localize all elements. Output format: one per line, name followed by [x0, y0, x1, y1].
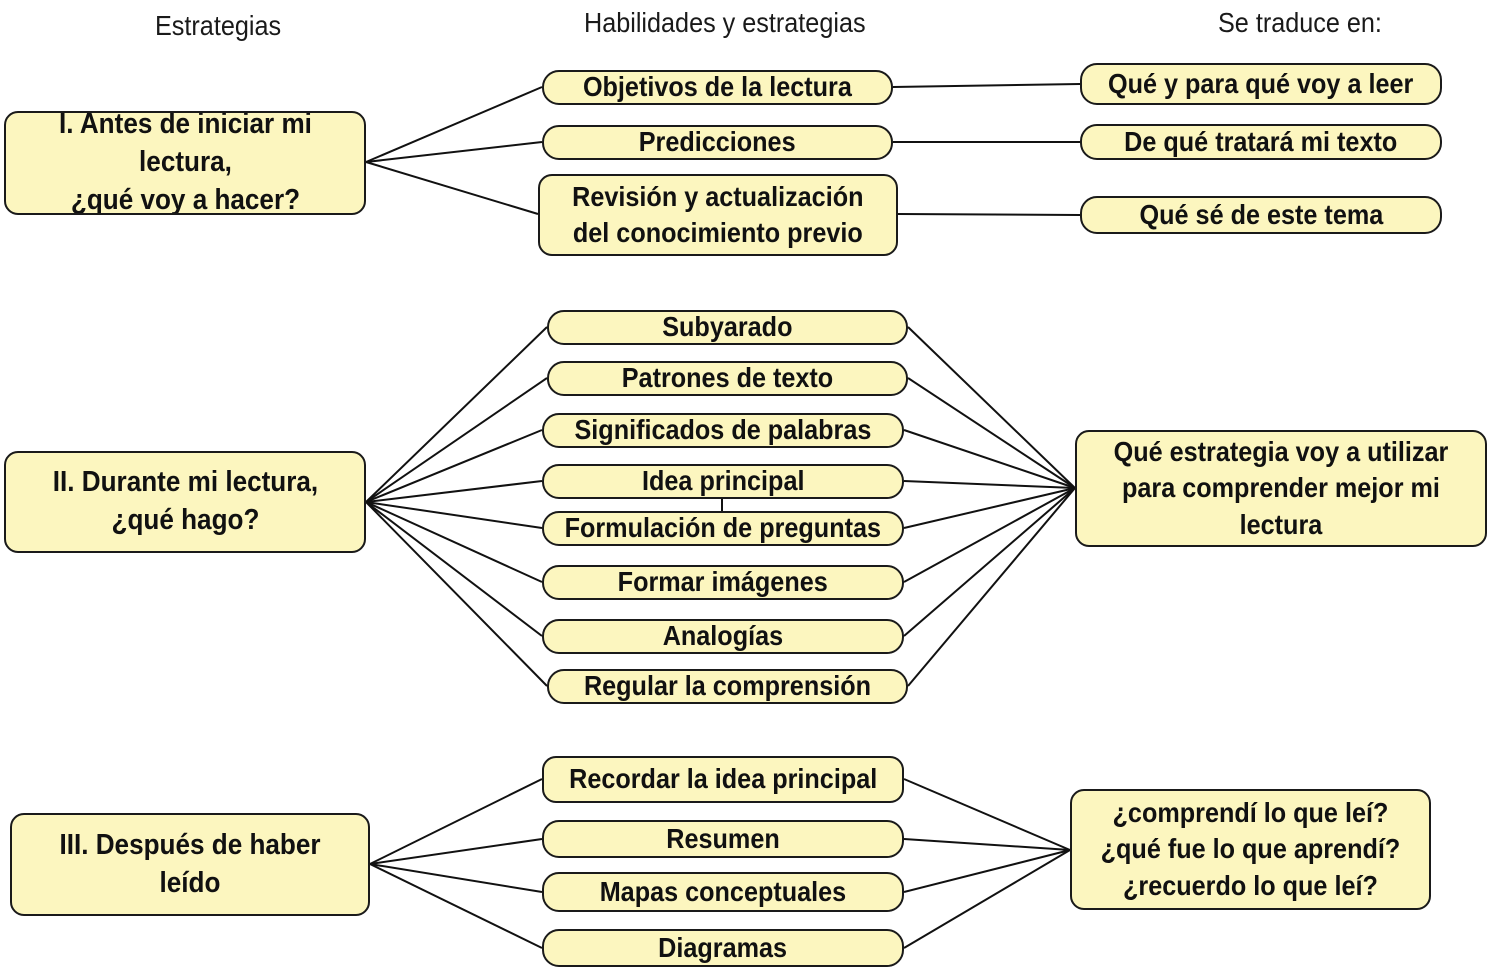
skill-label: Mapas conceptuales [599, 875, 847, 907]
skill-subyarado: Subyarado [547, 310, 908, 345]
result-label: Qué estrategia voy a utilizar para compr… [1113, 435, 1449, 540]
stage-after-box: III. Después de haber leído [10, 813, 370, 916]
result-de-que-tratara: De qué tratará mi texto [1080, 124, 1442, 160]
skill-mapas: Mapas conceptuales [542, 872, 904, 912]
skill-label: Formulación de preguntas [564, 512, 882, 544]
stage-before-label: I. Antes de iniciar mi lectura, ¿qué voy… [58, 111, 312, 215]
connector-line [369, 838, 543, 865]
header-estrategias: Estrategias [155, 10, 282, 41]
connector-line [365, 161, 539, 215]
result-preguntas: ¿comprendí lo que leí? ¿qué fue lo que a… [1070, 789, 1431, 910]
skill-label: Resumen [666, 822, 780, 854]
connector-line [369, 863, 543, 949]
skill-label: Idea principal [641, 465, 805, 497]
stage-after-label: III. Después de haber leído [59, 828, 321, 899]
connector-line [903, 849, 1071, 949]
result-que-se: Qué sé de este tema [1080, 196, 1442, 234]
result-label: ¿comprendí lo que leí? ¿qué fue lo que a… [1100, 796, 1401, 901]
connector-line [903, 849, 1071, 893]
skill-formulacion: Formulación de preguntas [542, 511, 904, 546]
stage-during-box: II. Durante mi lectura, ¿qué hago? [4, 451, 366, 553]
connector-line [903, 487, 1076, 529]
skill-analogias: Analogías [542, 619, 904, 654]
skill-objetivos: Objetivos de la lectura [542, 70, 893, 105]
connector-line [365, 86, 543, 163]
skill-label: Predicciones [639, 126, 796, 158]
connector-line [365, 480, 543, 503]
skill-label: Significados de palabras [574, 414, 872, 446]
skill-label: Analogías [662, 620, 784, 652]
connector-line [365, 429, 543, 503]
result-que-para-que: Qué y para qué voy a leer [1080, 63, 1442, 105]
connector-line [365, 501, 548, 687]
skill-significados: Significados de palabras [542, 413, 904, 448]
connector-line [365, 501, 543, 583]
skill-label: Subyarado [662, 311, 793, 343]
connector-line [365, 501, 543, 529]
connector-line [365, 141, 543, 163]
skill-label: Recordar la idea principal [568, 763, 878, 795]
skill-revision: Revisión y actualización del conocimient… [538, 174, 898, 256]
connector-line [903, 487, 1076, 583]
connector-line [907, 326, 1076, 489]
connector-line [903, 480, 1076, 489]
skill-label: Formar imágenes [617, 566, 829, 598]
connector-line [903, 778, 1071, 851]
connector-line [903, 838, 1071, 851]
header-se-traduce: Se traduce en: [1218, 7, 1382, 38]
stage-during-label: II. Durante mi lectura, ¿qué hago? [52, 466, 318, 536]
connector-line [892, 83, 1081, 88]
connector-line [907, 377, 1076, 489]
skill-label: Revisión y actualización del conocimient… [572, 180, 864, 248]
header-habilidades: Habilidades y estrategias [584, 7, 866, 38]
stage-before-box: I. Antes de iniciar mi lectura, ¿qué voy… [4, 111, 366, 215]
connector-line [365, 377, 548, 503]
connector-line [369, 863, 543, 893]
connector-line [365, 501, 543, 637]
skill-recordar: Recordar la idea principal [542, 756, 904, 803]
skill-diagramas: Diagramas [542, 929, 904, 967]
skill-label: Diagramas [658, 931, 788, 963]
skill-resumen: Resumen [542, 820, 904, 858]
connector-line [897, 213, 1081, 216]
connector-line [365, 326, 548, 503]
result-label: Qué y para qué voy a leer [1108, 67, 1414, 99]
connector-line [369, 778, 543, 865]
skill-label: Patrones de texto [621, 362, 834, 394]
connector-line [903, 429, 1076, 489]
skill-predicciones: Predicciones [542, 125, 893, 160]
skill-idea-principal: Idea principal [542, 464, 904, 499]
skill-label: Objetivos de la lectura [583, 71, 852, 103]
connector-line [907, 487, 1076, 687]
skill-patrones: Patrones de texto [547, 361, 908, 396]
skill-regular: Regular la comprensión [547, 669, 908, 704]
result-label: Qué sé de este tema [1139, 198, 1383, 230]
connector-line [903, 487, 1076, 637]
result-que-estrategia: Qué estrategia voy a utilizar para compr… [1075, 430, 1487, 547]
skill-formar-imagenes: Formar imágenes [542, 565, 904, 600]
skill-label: Regular la comprensión [583, 670, 872, 702]
result-label: De qué tratará mi texto [1124, 125, 1398, 157]
